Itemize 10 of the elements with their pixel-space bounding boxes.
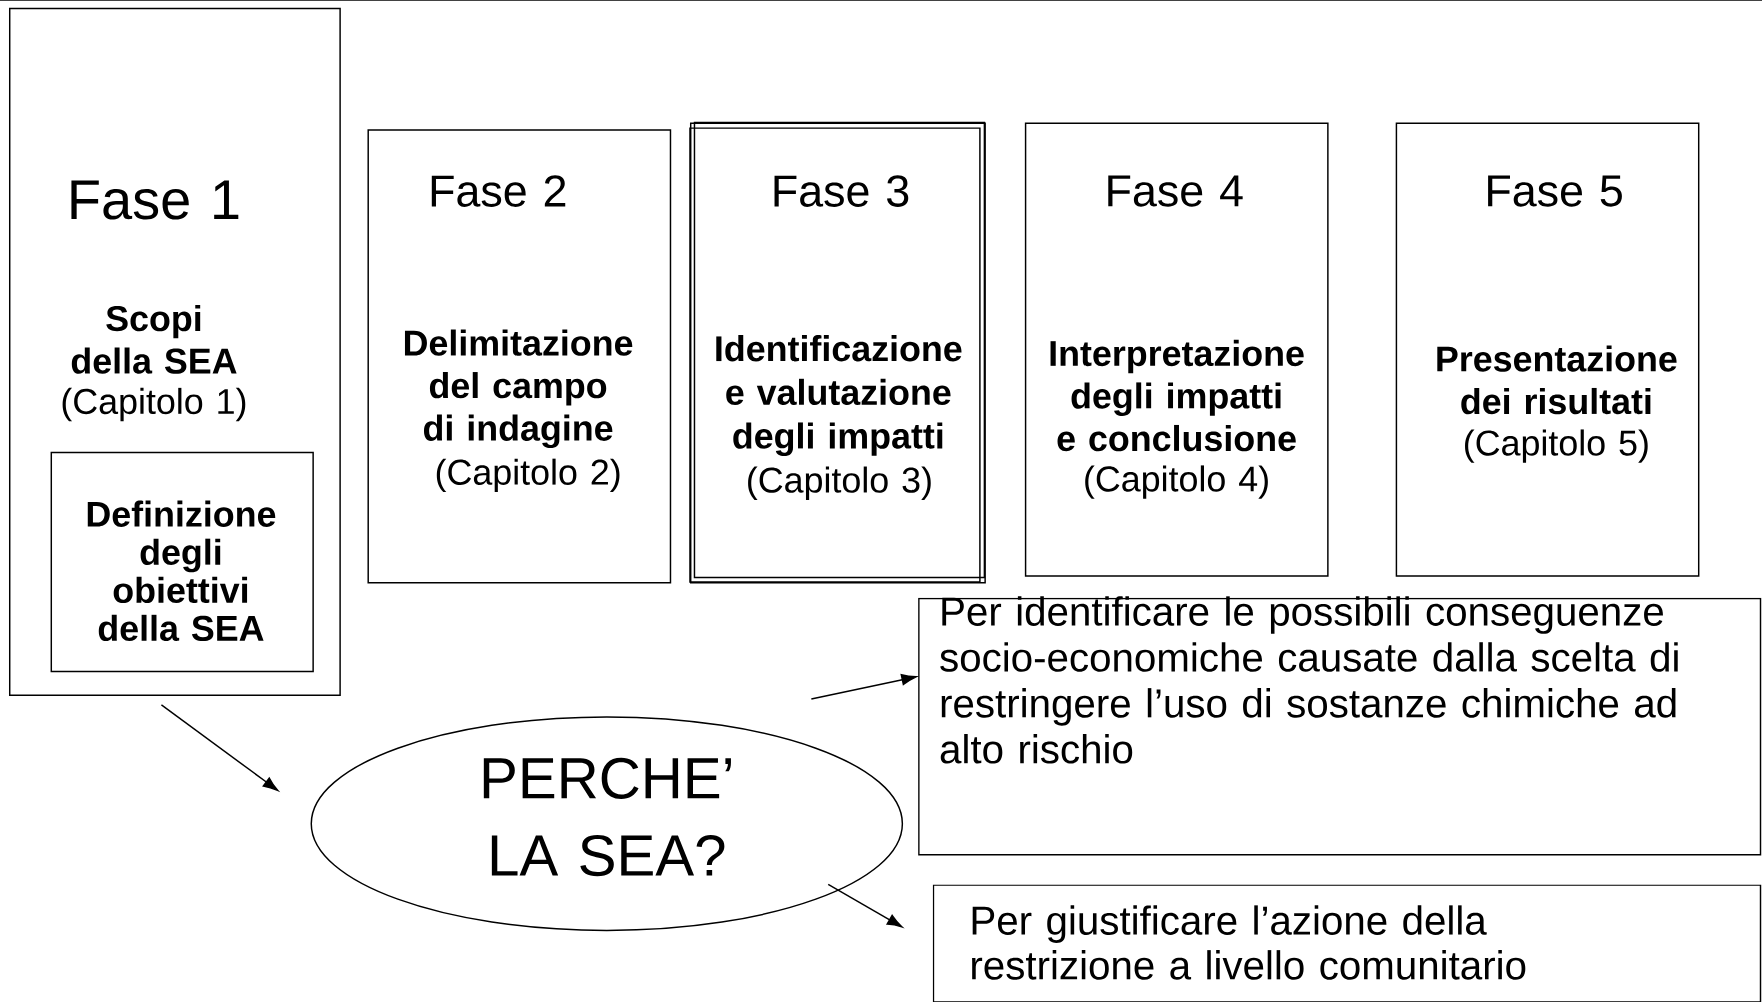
objective-box: Definizione degli obiettivi della SEA <box>50 451 314 673</box>
arrow <box>160 704 279 791</box>
arrow <box>827 883 903 928</box>
reason-box: Per identificare le possibili conseguenze socio-economiche causate dalla scelta di restringere l’uso di sostanze chimiche ad alto rischio <box>918 596 1762 856</box>
reason-box: Per giustificare l’azione della restrizione a livello comunitario <box>932 884 1762 1002</box>
arrow <box>810 673 917 700</box>
phase-box: Fase 2 Delimitazione del campo di indagine (Capitolo 2) <box>367 129 672 584</box>
phase-box: Fase 5 Presentazione dei risultati (Capitolo 5) <box>1395 122 1700 577</box>
phase-box: Fase 3 Identificazione e valutazione degli impatti (Capitolo 3) <box>689 121 986 584</box>
phase-box: Fase 4 Interpretazione degli impatti e conclusione (Capitolo 4) <box>1024 122 1329 577</box>
